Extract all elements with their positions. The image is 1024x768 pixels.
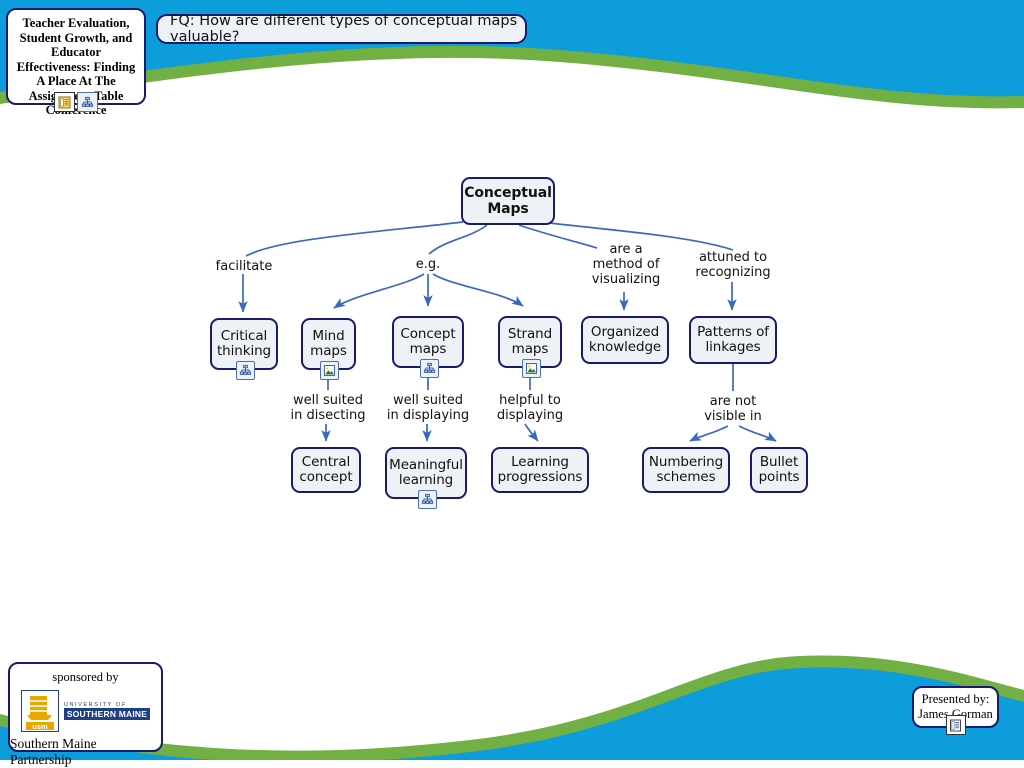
conference-title-card[interactable]: Teacher Evaluation, Student Growth, and … — [6, 8, 146, 117]
sponsor-card[interactable]: sponsored by usm UNIVERSITY OF SOUTH — [8, 662, 163, 767]
hierarchy-icon[interactable] — [419, 359, 439, 378]
usm-line1: UNIVERSITY OF — [63, 702, 127, 708]
title-card-icons — [54, 92, 98, 112]
image-icon[interactable] — [320, 361, 339, 380]
conference-title-text: Teacher Evaluation, Student Growth, and … — [16, 16, 136, 117]
usm-line2: SOUTHERN MAINE — [63, 708, 151, 720]
hierarchy-icon[interactable] — [417, 490, 437, 509]
bottom-wave-blue — [0, 667, 1024, 760]
usm-logo: usm UNIVERSITY OF SOUTHERN MAINE — [20, 690, 151, 732]
presenter-line1: Presented by: — [921, 692, 990, 706]
focus-question-text: FQ: How are different types of conceptua… — [170, 13, 518, 45]
hierarchy-icon[interactable] — [77, 92, 98, 112]
link-label-facilitate: facilitate — [206, 259, 282, 274]
link-label-eg: e.g. — [406, 257, 450, 272]
link-label-text: facilitate — [215, 259, 273, 274]
partnership-label: Southern Maine Partnership — [10, 736, 97, 767]
image-icon[interactable] — [521, 359, 541, 378]
note-icon[interactable] — [54, 92, 75, 112]
sponsored-by-label: sponsored by — [52, 670, 119, 684]
presenter-line2: James Gorman — [918, 707, 993, 721]
focus-question-box[interactable]: FQ: How are different types of conceptua… — [156, 13, 527, 45]
svg-text:usm: usm — [32, 722, 48, 731]
link-label-text: e.g. — [415, 257, 441, 272]
usm-wordmark: UNIVERSITY OF SOUTHERN MAINE — [63, 702, 151, 720]
usm-sail-mark: usm — [20, 690, 59, 732]
note-icon[interactable] — [945, 715, 966, 735]
hierarchy-icon[interactable] — [235, 361, 255, 380]
presenter-card[interactable]: Presented by: James Gorman — [912, 686, 999, 735]
